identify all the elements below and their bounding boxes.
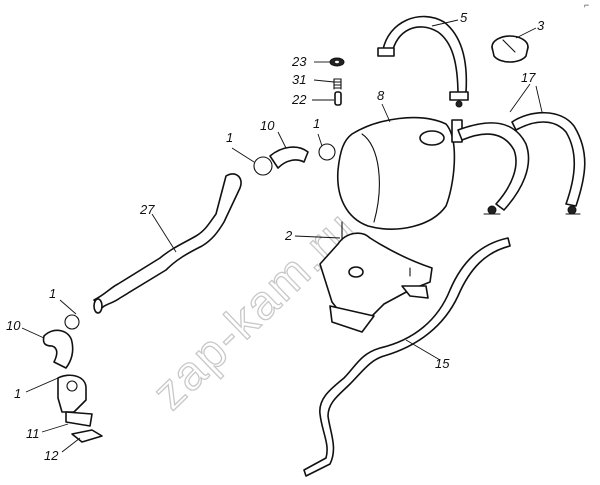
callout-11: 11 bbox=[26, 426, 40, 441]
part-strap bbox=[377, 15, 469, 108]
callout-8: 8 bbox=[377, 88, 385, 103]
callout-23: 23 bbox=[291, 54, 307, 69]
callout-31: 31 bbox=[292, 72, 306, 87]
callout-22: 22 bbox=[291, 92, 307, 107]
part-valve bbox=[57, 374, 93, 427]
callout-2: 2 bbox=[284, 228, 293, 243]
part-long-pipe bbox=[93, 173, 242, 314]
leader-lines bbox=[21, 19, 543, 453]
part-spring bbox=[333, 78, 342, 90]
part-hoses bbox=[457, 112, 586, 215]
callout-10-upper: 10 bbox=[260, 118, 275, 133]
callout-27: 27 bbox=[139, 202, 155, 217]
part-pipe bbox=[303, 237, 511, 477]
part-hose-upper bbox=[253, 143, 336, 176]
callout-12: 12 bbox=[44, 448, 59, 463]
callout-17: 17 bbox=[521, 70, 536, 85]
callout-3: 3 bbox=[537, 18, 545, 33]
callout-1-lower: 1 bbox=[49, 286, 56, 301]
part-tank bbox=[336, 116, 463, 230]
corner-mark: ⌐ bbox=[584, 0, 589, 10]
callout-5: 5 bbox=[460, 10, 468, 25]
callout-10-lower: 10 bbox=[6, 318, 21, 333]
callout-1-bottom: 1 bbox=[14, 386, 21, 401]
part-elbow-lower bbox=[42, 314, 80, 369]
part-bracket bbox=[319, 221, 433, 333]
part-pin bbox=[334, 91, 342, 106]
callout-15: 15 bbox=[435, 356, 450, 371]
callouts: 1 1 1 1 2 3 5 8 10 10 11 12 15 17 22 23 … bbox=[6, 10, 545, 463]
callout-1-upper-left: 1 bbox=[226, 130, 233, 145]
part-filler-cap bbox=[491, 35, 529, 63]
part-nut bbox=[329, 57, 345, 67]
callout-1-upper-right: 1 bbox=[313, 116, 320, 131]
